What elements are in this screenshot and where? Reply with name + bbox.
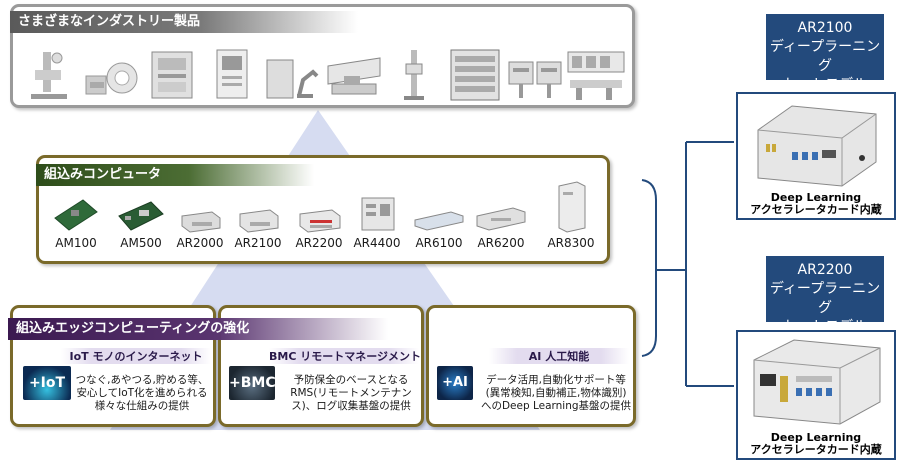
ai-tile-icon: +AI [437, 366, 473, 400]
ar2200-device-image [753, 339, 881, 425]
ar2100-caption: Deep Learning アクセラレータカード内蔵 [750, 191, 882, 216]
rack-pc-image [414, 211, 464, 231]
board-image [118, 201, 164, 231]
embedded-computers-panel: 組込みコンピュータ AM100 AM500 AR2000 AR2100 AR22… [36, 155, 610, 264]
bmc-tile-icon: +BMC [229, 366, 276, 400]
model-ar2200-card: Deep Learning アクセラレータカード内蔵 [736, 330, 896, 460]
product-label: AM100 [55, 236, 97, 250]
product-label: AR2000 [176, 236, 224, 250]
product-label: AR2100 [234, 236, 282, 250]
model-ar2200-header: AR2200 ディープラーニング セットモデル [766, 256, 884, 335]
product-label: AR8300 [547, 236, 595, 250]
bmc-description: 予防保全のベースとなる RMS(リモートメンテナン ス)、ログ収集基盤の提供 [290, 374, 412, 412]
product-ar4400: AR4400 [351, 194, 403, 250]
control-room-icon [567, 51, 625, 100]
tower-pc-image [558, 181, 586, 233]
product-label: AR2200 [295, 236, 343, 250]
product-label: AM500 [120, 236, 162, 250]
industry-products-title: さまざまなインダストリー製品 [10, 11, 358, 33]
product-label: AR6200 [477, 236, 525, 250]
product-ar2000: AR2000 [175, 204, 225, 250]
iot-tile-icon: +IoT [23, 366, 71, 400]
board-image [54, 199, 98, 231]
mri-scanner-icon [85, 62, 138, 95]
box-pc-image [239, 209, 279, 233]
connector-lines [641, 141, 734, 387]
ai-description: データ活用,自動化サポート等 (異常検知,自動補正,物体識別) へのDeep L… [480, 374, 632, 412]
ai-card: +AI AI 人工知能 データ活用,自動化サポート等 (異常検知,自動補正,物体… [426, 305, 636, 427]
server-rack-icon [450, 49, 500, 101]
model-ar2100-header: AR2100 ディープラーニング セットモデル [766, 14, 884, 93]
model-ar2100-card: Deep Learning アクセラレータカード内蔵 [736, 92, 896, 220]
gate-sensor-icon [404, 50, 425, 100]
product-label: AR4400 [353, 236, 401, 250]
product-ar8300: AR8300 [545, 178, 597, 250]
ar2200-caption: Deep Learning アクセラレータカード内蔵 [750, 431, 882, 456]
ar2100-device-image [757, 105, 877, 187]
iot-description: つなぐ,あやつる,貯める等、 安心してIoT化を進められる 様々な仕組みの提供 [75, 374, 209, 412]
industry-products-panel: さまざまなインダストリー製品 [10, 4, 635, 108]
product-am100: AM100 [51, 196, 101, 250]
product-ar2200: AR2200 [293, 204, 345, 250]
industry-icon-row [21, 37, 626, 102]
box-pc-image [299, 209, 341, 233]
box-pc-image [361, 197, 395, 231]
kiosk-terminal-icon [216, 49, 248, 99]
product-ar6200: AR6200 [473, 202, 529, 250]
product-ar2100: AR2100 [233, 204, 283, 250]
product-am500: AM500 [115, 196, 167, 250]
ai-title: AI 人工知能 [489, 348, 629, 364]
sewing-machine-icon [327, 57, 381, 95]
box-pc-image [181, 211, 221, 233]
rack-pc-image [476, 207, 526, 231]
atm-machine-icon [151, 51, 193, 99]
medical-xray-icon [31, 52, 67, 99]
factory-robot-icon [266, 59, 319, 99]
signal-panel-icon [508, 61, 562, 98]
product-label: AR6100 [415, 236, 463, 250]
edge-computing-title: 組込みエッジコンピューティングの強化 [8, 318, 388, 340]
embedded-computers-title: 組込みコンピュータ [36, 164, 314, 186]
bmc-title: BMC リモートマネージメント [269, 348, 422, 364]
iot-title: IoT モノのインターネット [61, 348, 211, 364]
product-ar6100: AR6100 [411, 204, 467, 250]
